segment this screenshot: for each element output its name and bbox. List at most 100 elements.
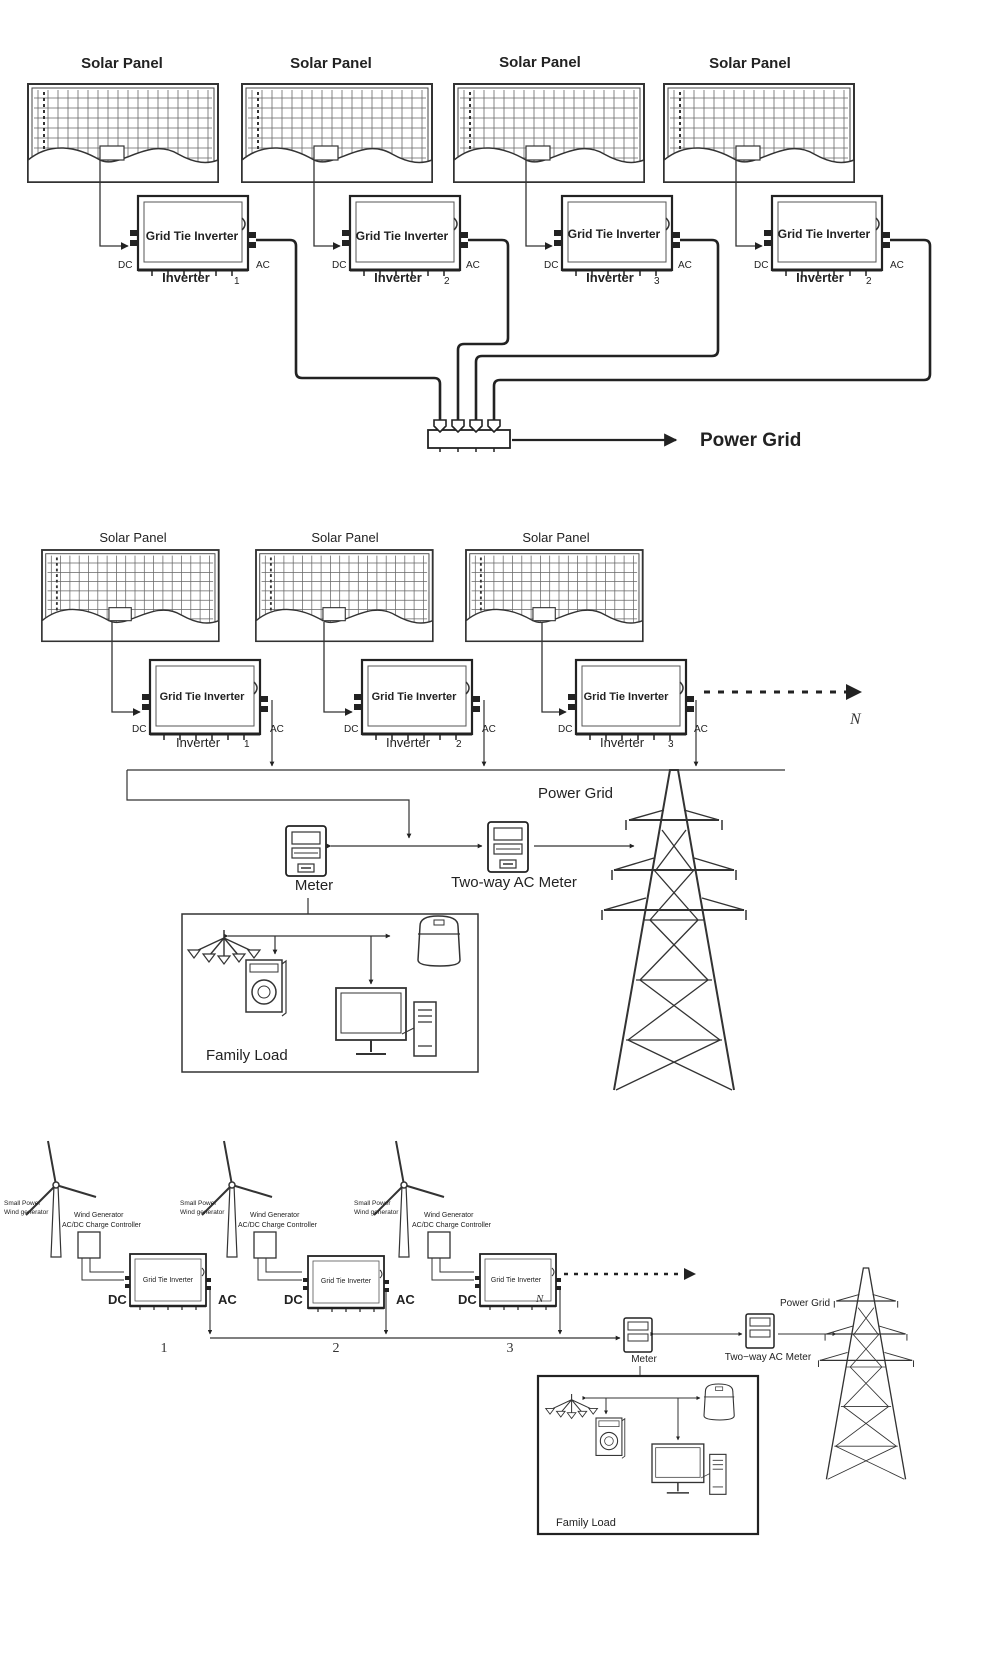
dc-label: DC xyxy=(118,260,132,271)
charge-controller-label: AC/DC Charge Controller xyxy=(62,1222,142,1229)
small-power-sub-label: Wind generator xyxy=(354,1209,399,1216)
ac-label: AC xyxy=(466,260,480,271)
solar-panel-label: Solar Panel xyxy=(290,55,372,72)
inverter-2: Grid Tie Inverter DC AC Inverter 2 xyxy=(332,194,480,287)
dc-label: DC xyxy=(458,1292,477,1307)
dc-label: DC xyxy=(284,1292,303,1307)
section-3-wind-generators: Small Power Wind generator Wind Generato… xyxy=(4,1140,915,1536)
wind-generator-label: Wind Generator xyxy=(74,1212,124,1219)
ac-label: AC xyxy=(256,260,270,271)
solar-panel-1: Solar Panel xyxy=(41,530,220,643)
section-2-three-inverters-with-meter: Solar Panel Solar Panel Solar Panel Grid… xyxy=(41,530,862,1091)
small-power-label: Small Power xyxy=(180,1200,217,1207)
charge-controller-icon xyxy=(253,1231,277,1259)
grid-tie-inverter-label: Grid Tie Inverter xyxy=(146,229,239,243)
section-1-four-inverters: Solar Panel Solar Panel Solar Panel Sola… xyxy=(27,54,932,452)
speaker-icon xyxy=(595,1417,626,1459)
solar-panel-2: Solar Panel xyxy=(241,55,433,183)
grid-tie-inverter-label: Grid Tie Inverter xyxy=(356,229,449,243)
arrow-right-icon xyxy=(846,684,862,700)
solar-panel-label: Solar Panel xyxy=(499,54,581,71)
inverter-number: 1 xyxy=(244,739,250,750)
family-load-box: Family Load xyxy=(536,1374,760,1536)
charge-controller-icon xyxy=(77,1231,101,1259)
solar-panel-label: Solar Panel xyxy=(99,530,166,545)
solar-panel-3: Solar Panel xyxy=(465,530,644,643)
family-load-box: Family Load xyxy=(181,913,479,1073)
two-way-ac-meter: Two−way AC Meter xyxy=(725,1313,812,1363)
meter-icon xyxy=(487,821,529,873)
dc-label: DC xyxy=(544,260,558,271)
inverter-number: 3 xyxy=(668,739,674,750)
power-grid-label: Power Grid xyxy=(538,785,613,802)
arrow-right-icon xyxy=(684,1268,696,1280)
ac-label: AC xyxy=(218,1292,237,1307)
meter-label: Meter xyxy=(295,877,333,894)
grid-tie-inverter-label: Grid Tie Inverter xyxy=(778,227,871,241)
ac-label: AC xyxy=(890,260,904,271)
grid-tie-inverter-label: Grid Tie Inverter xyxy=(160,691,245,703)
dc-label: DC xyxy=(558,724,572,735)
solar-panel-label: Solar Panel xyxy=(522,530,589,545)
small-power-sub-label: Wind generator xyxy=(4,1209,49,1216)
power-tower-icon xyxy=(817,1267,915,1480)
inverter-number: 1 xyxy=(234,276,240,287)
dc-label: DC xyxy=(754,260,768,271)
wind-generator-label: Wind Generator xyxy=(424,1212,474,1219)
ac-label: AC xyxy=(678,260,692,271)
inverter-2: Grid Tie Inverter DC AC Inverter 2 xyxy=(344,658,496,750)
dc-label: DC xyxy=(344,724,358,735)
n-label: N xyxy=(535,1293,544,1305)
inverter-number: 3 xyxy=(654,276,660,287)
solar-panel-icon xyxy=(241,83,433,183)
speaker-icon xyxy=(245,959,287,1017)
dc-label: DC xyxy=(132,724,146,735)
ac-label: AC xyxy=(694,724,708,735)
inverter-3: Grid Tie Inverter DC AC Inverter 3 xyxy=(544,194,692,287)
wind-unit-3: Small Power Wind generator Wind Generato… xyxy=(354,1140,563,1356)
unit-number: 1 xyxy=(161,1341,168,1356)
family-load-label: Family Load xyxy=(206,1047,288,1064)
inverter-label: Inverter xyxy=(374,270,422,285)
wind-unit-1: Small Power Wind generator Wind Generato… xyxy=(4,1140,237,1356)
inverter-label: Inverter xyxy=(386,735,431,750)
grid-tie-inverter-label: Grid Tie Inverter xyxy=(584,691,669,703)
solar-panel-icon xyxy=(27,83,219,183)
unit-number: 3 xyxy=(507,1341,514,1356)
dc-label: DC xyxy=(332,260,346,271)
solar-panel-icon xyxy=(453,83,645,183)
charge-controller-icon xyxy=(427,1231,451,1259)
solar-panel-icon xyxy=(255,549,434,643)
solar-panel-1: Solar Panel xyxy=(27,55,219,183)
rice-cooker-icon xyxy=(703,1383,735,1421)
rice-cooker-icon xyxy=(417,915,461,967)
meter: Meter xyxy=(623,1317,657,1365)
inverter-1: Grid Tie Inverter DC AC Inverter 1 xyxy=(132,658,284,750)
inverter-3: Grid Tie Inverter DC AC Inverter 3 xyxy=(558,658,708,750)
inverter-number: 2 xyxy=(444,276,450,287)
inverter-number: 2 xyxy=(866,276,872,287)
two-way-meter-label: Two-way AC Meter xyxy=(451,874,577,891)
small-power-label: Small Power xyxy=(4,1200,41,1207)
inverter-label: Inverter xyxy=(162,270,210,285)
solar-panel-label: Solar Panel xyxy=(709,55,791,72)
dc-label: DC xyxy=(108,1292,127,1307)
meter-label: Meter xyxy=(631,1354,657,1365)
power-tower-icon xyxy=(601,769,747,1091)
ac-label: AC xyxy=(396,1292,415,1307)
inverter-label: Inverter xyxy=(176,735,221,750)
small-power-sub-label: Wind generator xyxy=(180,1209,225,1216)
solar-panel-icon xyxy=(663,83,855,183)
inverter-label: Inverter xyxy=(600,735,645,750)
ac-label: AC xyxy=(482,724,496,735)
small-power-label: Small Power xyxy=(354,1200,391,1207)
wind-unit-2: Small Power Wind generator Wind Generato… xyxy=(180,1140,415,1356)
solar-panel-label: Solar Panel xyxy=(81,55,163,72)
n-label: N xyxy=(849,711,862,728)
ac-label: AC xyxy=(270,724,284,735)
solar-panel-label: Solar Panel xyxy=(311,530,378,545)
inverter-number: 2 xyxy=(456,739,462,750)
charge-controller-label: AC/DC Charge Controller xyxy=(412,1222,492,1229)
